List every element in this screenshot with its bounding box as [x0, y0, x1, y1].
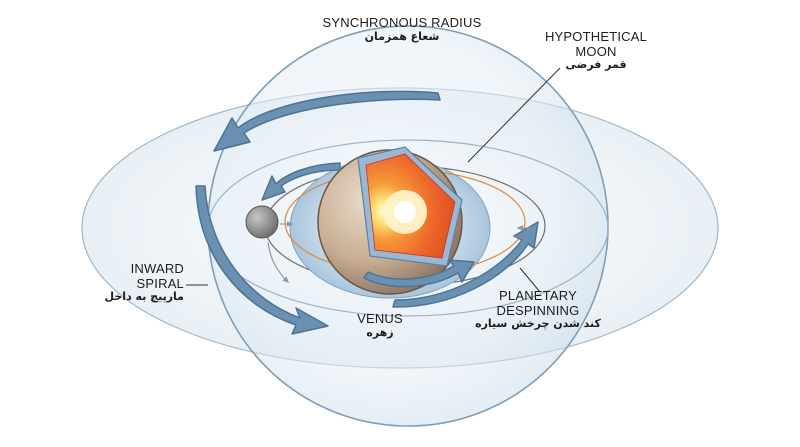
planetary-despinning-label: PLANETARY DESPINNING کند شدن چرخش سیاره: [468, 288, 608, 331]
leader-lines: [186, 67, 561, 293]
planetary-despinning-en-2: DESPINNING: [496, 302, 580, 318]
hypothetical-moon: [245, 205, 279, 239]
inward-spiral-arrow: [195, 185, 329, 335]
venus-label: VENUS زهره: [340, 311, 420, 339]
hypothetical-moon-label: HYPOTHETICAL MOON قمر فرضی: [534, 29, 658, 72]
spiral-arrows: [195, 90, 539, 335]
inward-spiral-en-1: INWARD: [130, 261, 184, 276]
tidal-force-arrows: [267, 221, 530, 284]
inward-spiral-en-2: SPIRAL: [136, 275, 184, 291]
synchronous-radius-label: SYNCHRONOUS RADIUS شعاع همزمان: [312, 15, 492, 43]
moon-leader-line: [467, 67, 561, 163]
hypothetical-moon-en-1: HYPOTHETICAL: [544, 29, 648, 44]
planetary-despinning-en-1: PLANETARY: [499, 288, 577, 303]
synchronous-radius-fa: شعاع همزمان: [364, 29, 440, 43]
despinning-arrow-right: [392, 221, 539, 308]
despinning-leader: [519, 267, 541, 293]
venus-planet: [317, 146, 463, 295]
despinning-arrow-bottom: [363, 259, 475, 288]
inward-spiral-fa: مارپیچ به داخل: [104, 290, 184, 304]
outer-top-arrow: [213, 90, 441, 152]
hypothetical-moon-en-2: MOON: [575, 43, 617, 59]
planetary-despinning-fa: کند شدن چرخش سیاره: [475, 317, 601, 331]
inner-left-arrow: [261, 162, 341, 201]
inward-spiral-label: INWARD SPIRAL مارپیچ به داخل: [84, 261, 184, 304]
hypothetical-moon-fa: قمر فرضی: [565, 58, 627, 72]
venus-en: VENUS: [357, 311, 403, 326]
synchronous-radius-en: SYNCHRONOUS RADIUS: [322, 15, 482, 30]
venus-fa: زهره: [366, 325, 394, 339]
